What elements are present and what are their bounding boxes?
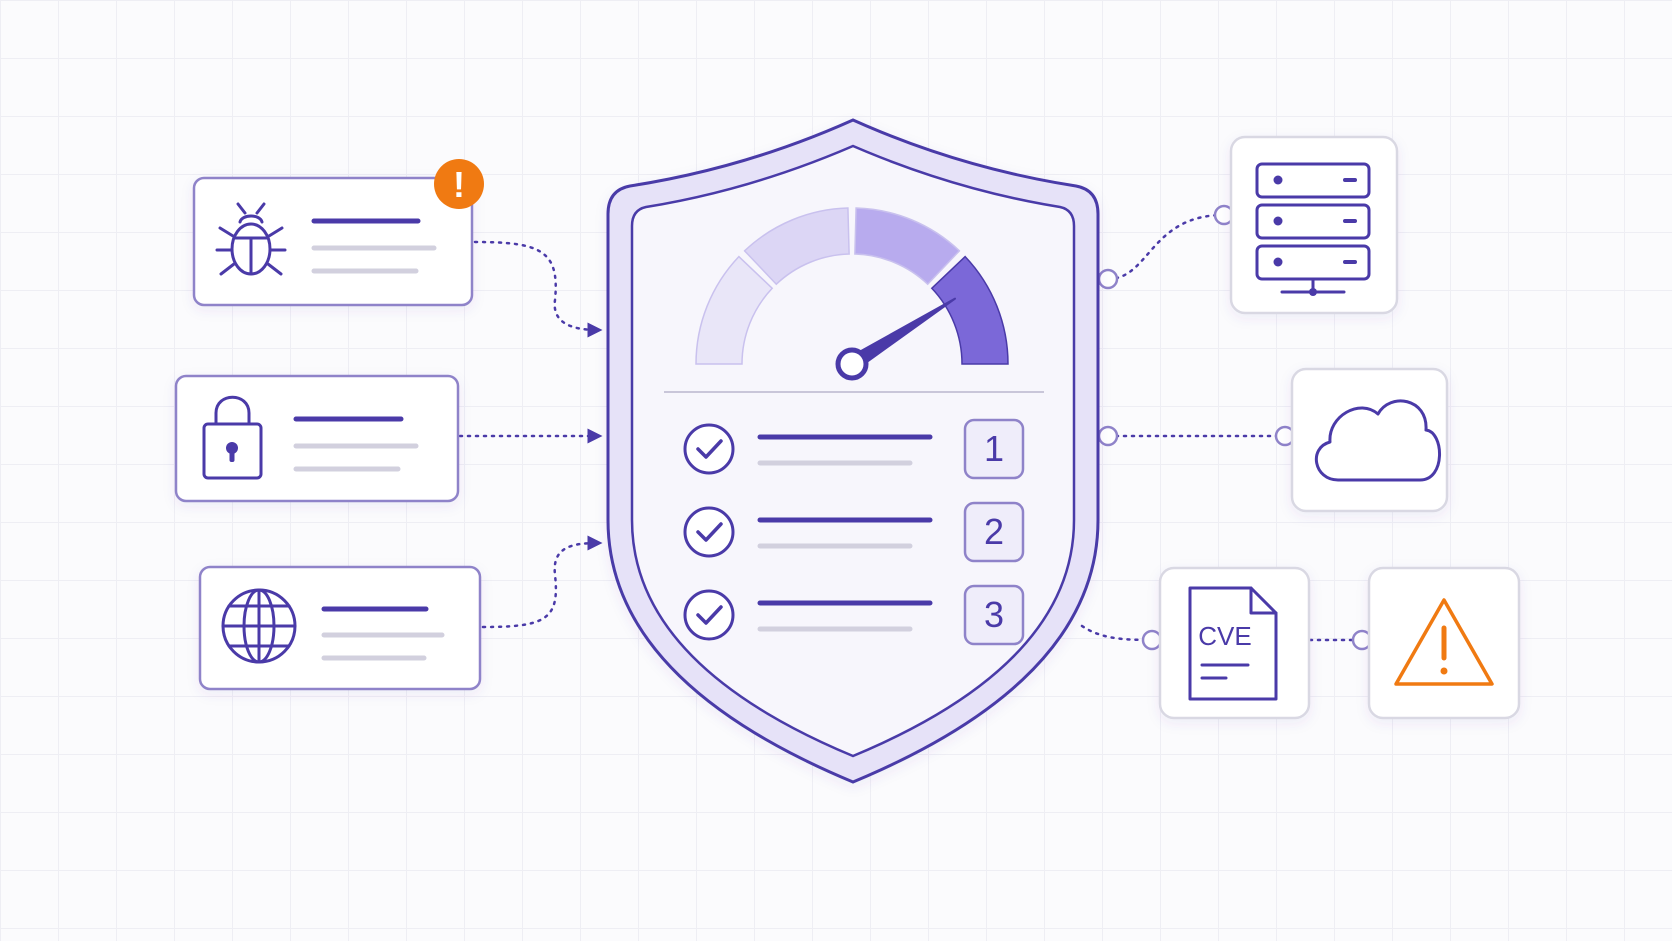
- cloud-icon: [1314, 399, 1441, 482]
- lock-card-lines: [293, 416, 419, 472]
- input-card-bug: [192, 176, 474, 307]
- checklist-number: 2: [984, 511, 1004, 552]
- bug-card-lines: [311, 218, 437, 274]
- alert-badge: !: [434, 159, 484, 209]
- padlock-keyhole: [226, 442, 238, 462]
- gauge-hub: [835, 347, 869, 381]
- checklist-number-box: [963, 501, 1025, 563]
- warning-triangle-icon: [1394, 598, 1494, 686]
- gauge-segment-2: [743, 207, 850, 286]
- input-card-lock: [174, 374, 460, 503]
- checkmark-icon: [696, 439, 723, 459]
- warning-dot: [1440, 667, 1448, 675]
- padlock-icon: [202, 395, 263, 480]
- connector-shield-to-cve: [1080, 624, 1154, 642]
- node-shield-right-top: [1097, 268, 1119, 290]
- gauge-segment-1: [695, 255, 774, 365]
- input-connectors: [458, 240, 603, 629]
- server-leds: [1273, 175, 1317, 296]
- checkmark-icon: [696, 605, 723, 625]
- check-circle-icon: [683, 589, 735, 641]
- check-circle-icon: [683, 506, 735, 558]
- checkmark-icon: [696, 522, 723, 542]
- checklist: 1 2 3: [683, 418, 1025, 646]
- checklist-number: 1: [984, 428, 1004, 469]
- node-shield-right-mid: [1097, 425, 1119, 447]
- risk-gauge: [695, 207, 1009, 381]
- checklist-item: 3: [683, 584, 1025, 646]
- checklist-item: 1: [683, 418, 1025, 480]
- shield: [606, 118, 1100, 784]
- check-circle-icon: [683, 423, 735, 475]
- connector-globe-to-shield: [481, 535, 603, 629]
- cve-label: CVE: [1198, 621, 1251, 651]
- bug-icon: [215, 202, 287, 276]
- globe-card-lines: [321, 606, 445, 661]
- alert-badge-symbol: !: [453, 164, 465, 205]
- node-cve: [1141, 629, 1163, 651]
- connector-shield-to-server: [1106, 213, 1226, 281]
- output-tile-cve: [1158, 566, 1311, 720]
- output-tile-cloud: [1290, 367, 1449, 513]
- input-card-globe: [198, 565, 482, 691]
- checklist-item: 2: [683, 501, 1025, 563]
- cve-document-icon: [1188, 586, 1278, 701]
- checklist-number-box: [963, 584, 1025, 646]
- globe-icon: [221, 588, 297, 664]
- connector-bug-to-shield: [473, 240, 603, 338]
- checklist-number-box: [963, 418, 1025, 480]
- checklist-number: 3: [984, 594, 1004, 635]
- gauge-segment-3: [854, 207, 961, 286]
